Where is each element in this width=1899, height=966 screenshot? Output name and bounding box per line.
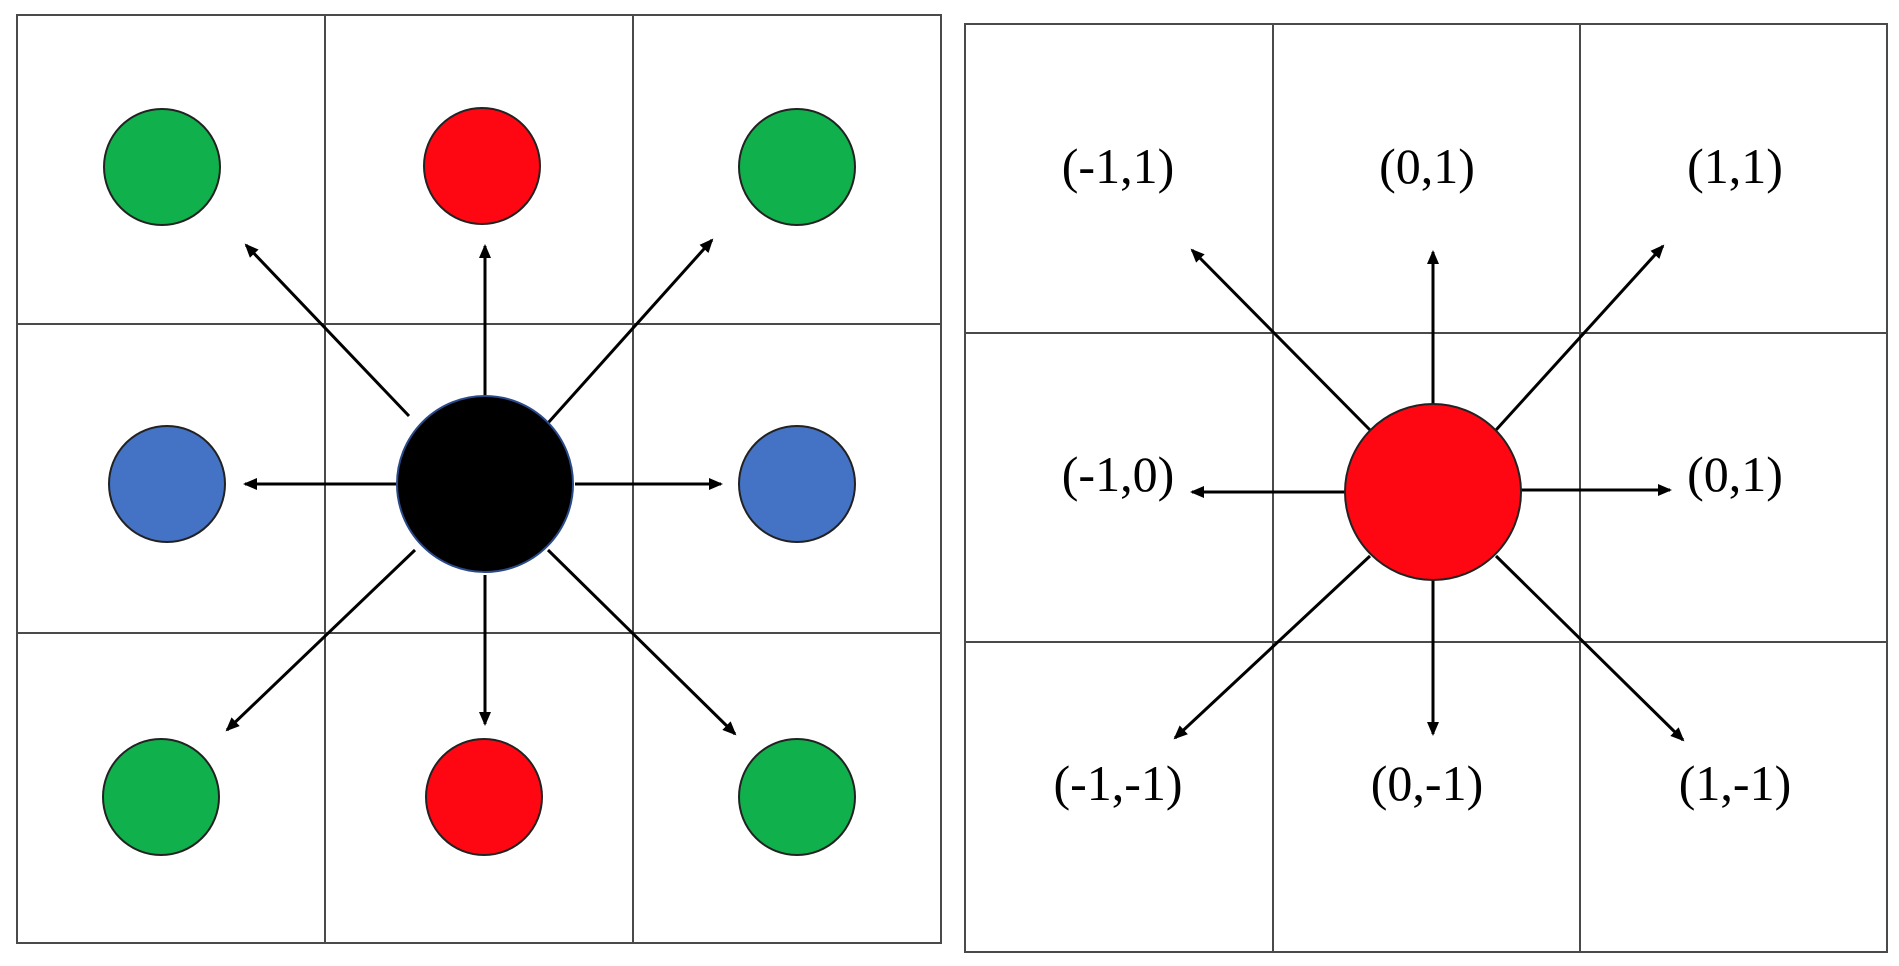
center-node-circle-icon [1344, 403, 1522, 581]
offset-label-top: (0,1) [1379, 138, 1475, 194]
left-neighbor-nodes [102, 107, 856, 856]
arrow-up-left [1190, 248, 1372, 432]
right-grid-border [964, 23, 1888, 953]
left-grid-border [16, 14, 942, 944]
arrow-down-right [1494, 554, 1685, 742]
offset-labels: (-1,1) (0,1) (1,1) (-1,0) (0,1) (-1,-1) … [1053, 138, 1791, 811]
left-grid [16, 14, 942, 944]
arrow-down-left [225, 548, 417, 732]
offset-label-top-right: (1,1) [1687, 138, 1783, 194]
neighbor-bottom-left-circle-icon [102, 738, 220, 856]
right-panel: (-1,1) (0,1) (1,1) (-1,0) (0,1) (-1,-1) … [964, 23, 1888, 953]
neighbor-left-circle-icon [108, 425, 226, 543]
arrow-up-right [1494, 244, 1665, 432]
neighbor-bottom-circle-icon [425, 738, 543, 856]
center-node-circle-icon [396, 395, 574, 573]
arrow-down-right [546, 548, 737, 736]
offset-label-right: (0,1) [1687, 446, 1783, 502]
neighbor-top-right-circle-icon [738, 108, 856, 226]
right-grid [964, 23, 1888, 953]
offset-label-bottom-left: (-1,-1) [1053, 755, 1182, 811]
offset-label-bottom-right: (1,-1) [1679, 755, 1791, 811]
neighbor-top-left-circle-icon [103, 108, 221, 226]
arrow-down-left [1173, 554, 1372, 740]
neighbor-bottom-right-circle-icon [738, 738, 856, 856]
arrow-up-right [546, 238, 714, 425]
arrow-up-left [244, 243, 411, 418]
offset-label-top-left: (-1,1) [1062, 138, 1174, 194]
left-arrows [225, 238, 737, 736]
offset-label-bottom: (0,-1) [1371, 755, 1483, 811]
neighbor-top-circle-icon [423, 107, 541, 225]
neighbor-right-circle-icon [738, 425, 856, 543]
left-panel [16, 14, 942, 944]
offset-label-left: (-1,0) [1062, 446, 1174, 502]
right-arrows [1173, 244, 1685, 742]
